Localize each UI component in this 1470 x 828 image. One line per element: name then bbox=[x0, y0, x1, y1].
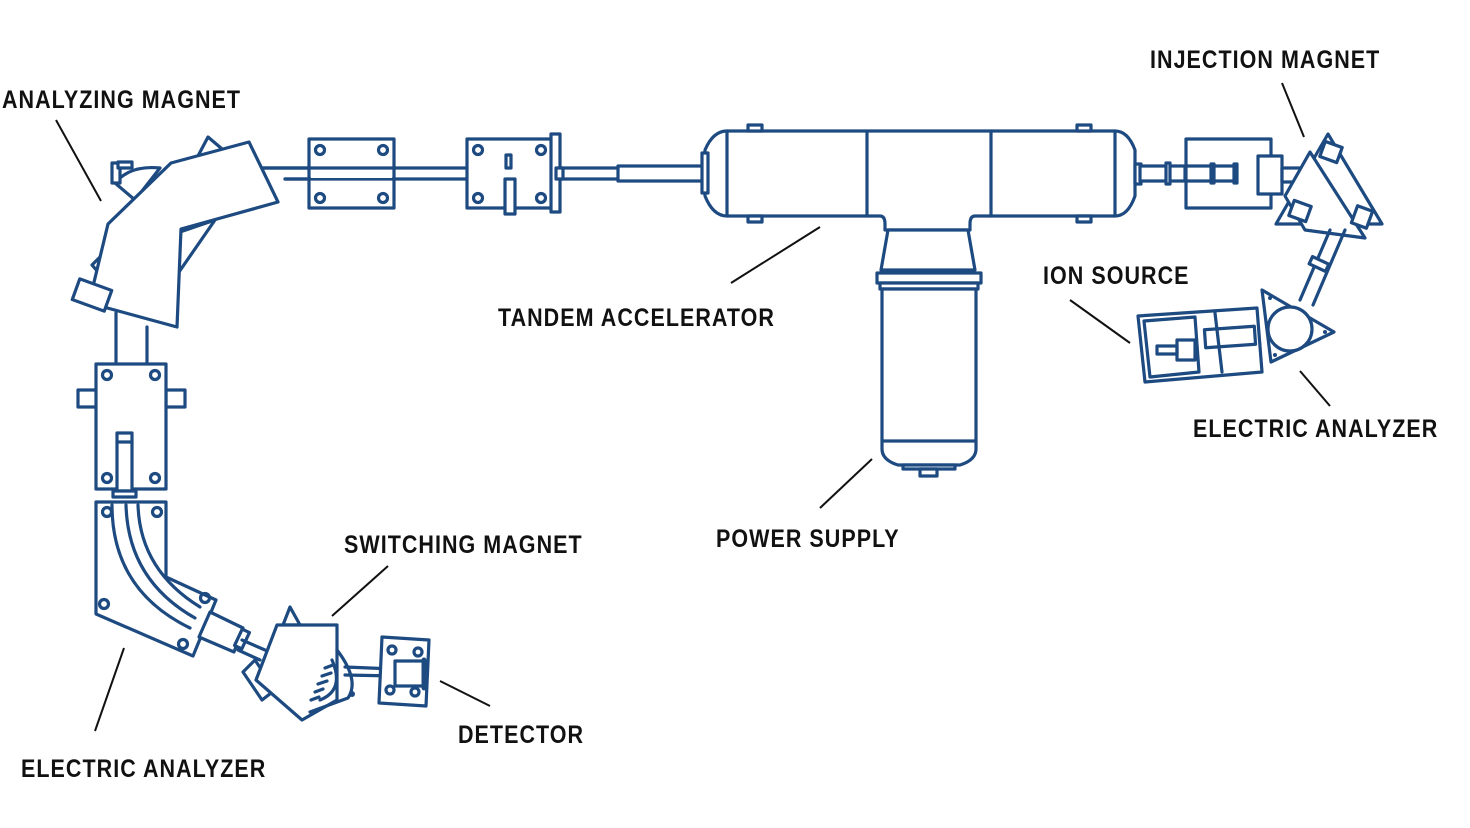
leader-detector bbox=[439, 680, 491, 707]
leader-power-supply bbox=[819, 458, 873, 509]
label-detector: DETECTOR bbox=[458, 721, 585, 749]
leader-injection-magnet bbox=[1281, 82, 1305, 138]
label-electric-analyzer-left: ELECTRIC ANALYZER bbox=[21, 755, 267, 783]
label-tandem-accelerator: TANDEM ACCELERATOR bbox=[498, 304, 775, 332]
label-electric-analyzer-right: ELECTRIC ANALYZER bbox=[1193, 415, 1439, 443]
leader-lines bbox=[55, 82, 1331, 732]
power-supply bbox=[875, 228, 983, 478]
injection-beamline bbox=[1138, 137, 1304, 210]
injection-magnet bbox=[1274, 132, 1384, 307]
flange-block-1 bbox=[260, 137, 396, 210]
leader-electric-analyzer-left bbox=[94, 647, 125, 732]
label-ion-source: ION SOURCE bbox=[1043, 262, 1190, 290]
label-switching-magnet: SWITCHING MAGNET bbox=[344, 531, 583, 559]
label-analyzing-magnet: ANALYZING MAGNET bbox=[2, 86, 242, 114]
electric-analyzer-left bbox=[94, 500, 267, 662]
flange-block-2 bbox=[465, 132, 708, 216]
leader-switching-magnet bbox=[331, 565, 389, 617]
leader-analyzing-magnet bbox=[55, 119, 102, 202]
analyzing-magnet bbox=[70, 135, 280, 366]
label-power-supply: POWER SUPPLY bbox=[716, 525, 900, 553]
switching-magnet bbox=[241, 605, 397, 722]
tandem-accelerator bbox=[700, 123, 1143, 232]
leader-electric-analyzer-right bbox=[1299, 370, 1331, 407]
leader-ion-source bbox=[1069, 299, 1131, 344]
detector bbox=[377, 635, 431, 708]
label-injection-magnet: INJECTION MAGNET bbox=[1150, 46, 1381, 74]
flange-block-left bbox=[76, 362, 187, 499]
leader-tandem-accelerator bbox=[730, 226, 821, 284]
electric-analyzer-right bbox=[1260, 288, 1336, 364]
ion-source bbox=[1136, 306, 1264, 384]
